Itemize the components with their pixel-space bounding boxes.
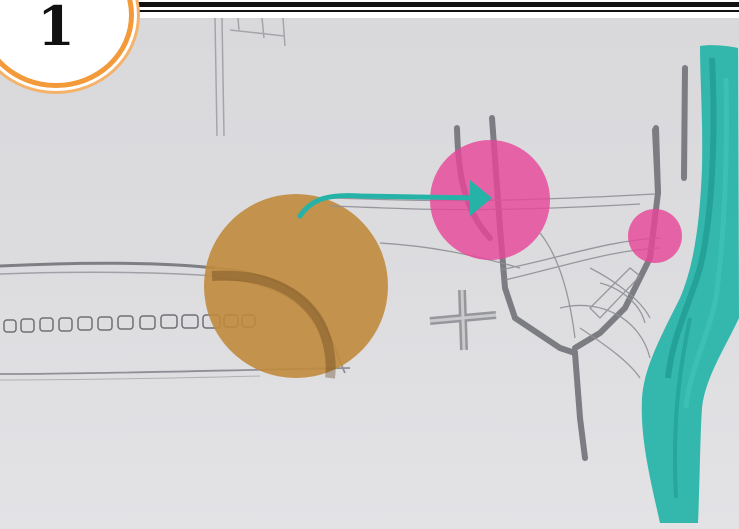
sketch-drawing (0, 18, 739, 529)
top-sketch-lines (215, 18, 285, 136)
teal-river (642, 45, 739, 523)
sketch-photo (0, 18, 739, 529)
header-rule-thin (112, 10, 739, 12)
pink-small-circle (628, 209, 682, 263)
pink-large-circle (430, 140, 550, 260)
header-rule-thick (112, 2, 739, 7)
step-number: 1 (0, 0, 129, 53)
orange-highlight-circle (204, 194, 388, 378)
